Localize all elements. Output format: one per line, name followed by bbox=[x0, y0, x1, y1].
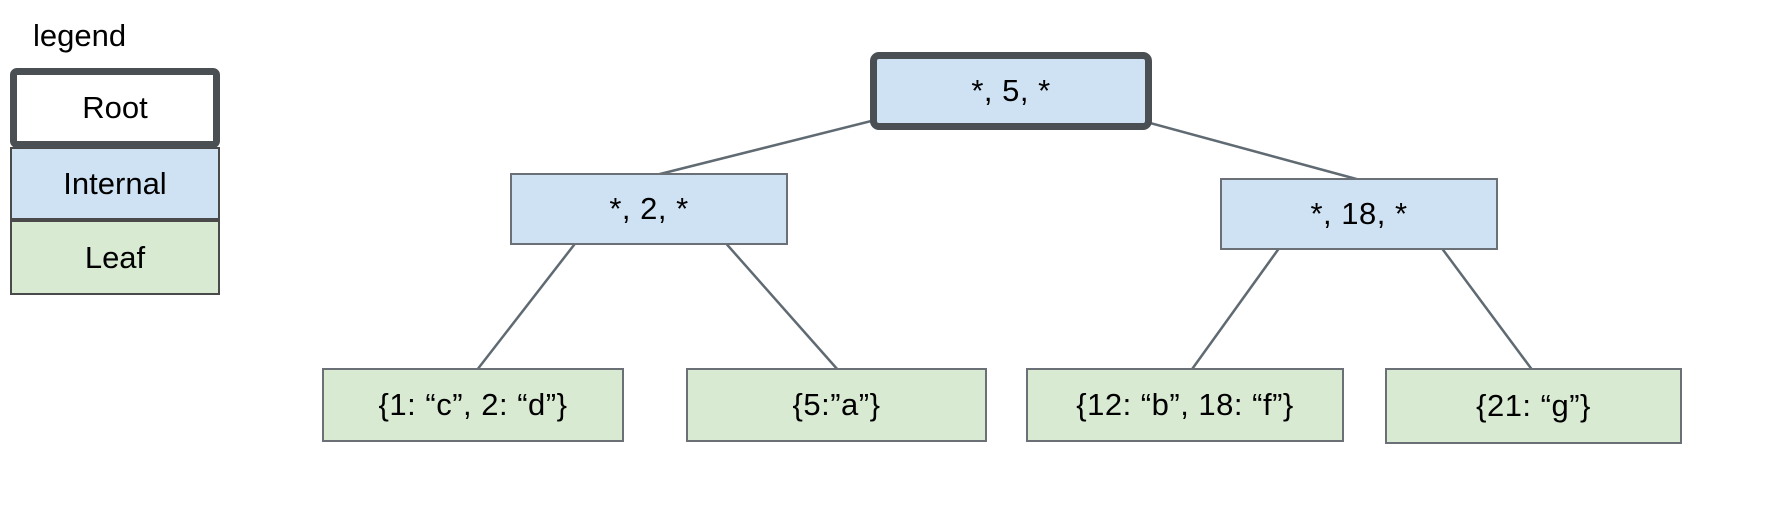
leaf-node-4: {21: “g”} bbox=[1385, 368, 1682, 444]
leaf-node-2-label: {5:”a”} bbox=[792, 387, 881, 422]
legend-item-root-label: Root bbox=[82, 90, 148, 125]
internal-node-left-label: *, 2, * bbox=[609, 191, 689, 226]
leaf-node-1: {1: “c”, 2: “d”} bbox=[322, 368, 624, 442]
internal-node-right-label: *, 18, * bbox=[1310, 196, 1408, 231]
leaf-node-3-label: {12: “b”, 18: “f”} bbox=[1076, 387, 1294, 422]
internal-node-right: *, 18, * bbox=[1220, 178, 1498, 250]
root-node: *, 5, * bbox=[870, 52, 1152, 130]
leaf-node-3: {12: “b”, 18: “f”} bbox=[1026, 368, 1344, 442]
internal-node-left: *, 2, * bbox=[510, 173, 788, 245]
legend-item-internal: Internal bbox=[10, 147, 220, 220]
leaf-node-1-label: {1: “c”, 2: “d”} bbox=[378, 387, 568, 422]
legend-item-leaf-label: Leaf bbox=[84, 239, 146, 275]
legend-item-internal-label: Internal bbox=[63, 165, 167, 201]
leaf-node-2: {5:”a”} bbox=[686, 368, 987, 442]
legend-item-root: Root bbox=[10, 68, 220, 148]
legend-item-leaf: Leaf bbox=[10, 220, 220, 295]
legend-title: legend bbox=[33, 18, 127, 53]
leaf-node-4-label: {21: “g”} bbox=[1476, 388, 1591, 423]
root-node-label: *, 5, * bbox=[971, 73, 1051, 108]
